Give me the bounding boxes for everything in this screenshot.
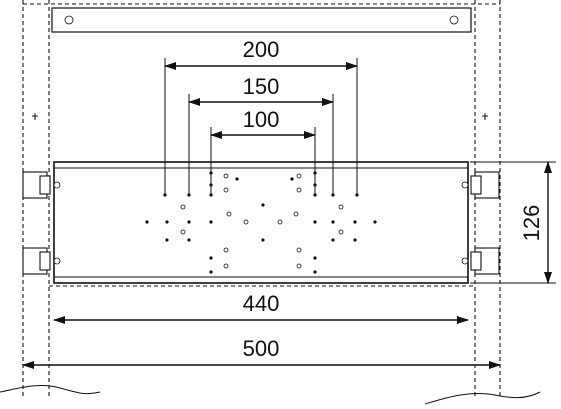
mounting-hole-open bbox=[223, 187, 229, 193]
dimension-100: 100 bbox=[210, 107, 316, 139]
mounting-hole bbox=[261, 203, 265, 207]
top-rail-hole-right bbox=[449, 15, 459, 25]
mounting-hole-open bbox=[296, 263, 302, 269]
top-rail-hole-left bbox=[64, 15, 74, 25]
mounting-hole-open bbox=[226, 211, 232, 217]
mounting-hole bbox=[313, 270, 317, 274]
mounting-hole bbox=[331, 238, 335, 242]
mounting-hole-open bbox=[223, 247, 229, 253]
mounting-hole bbox=[331, 220, 335, 224]
dimension-150: 150 bbox=[188, 74, 334, 106]
mounting-hole-open bbox=[277, 219, 283, 225]
mounting-hole bbox=[145, 220, 149, 224]
mounting-hole bbox=[353, 220, 357, 224]
mounting-hole bbox=[313, 256, 317, 260]
right-brackets bbox=[461, 171, 500, 275]
mounting-hole-open bbox=[296, 247, 302, 253]
mounting-hole bbox=[373, 220, 377, 224]
mounting-hole bbox=[209, 220, 213, 224]
mounting-hole-open bbox=[296, 173, 302, 179]
mounting-hole bbox=[290, 177, 294, 181]
dimension-200-label: 200 bbox=[243, 37, 280, 62]
mounting-hole bbox=[209, 256, 213, 260]
top-rail bbox=[51, 7, 472, 33]
mounting-hole bbox=[165, 220, 169, 224]
mounting-hole-open bbox=[296, 187, 302, 193]
mounting-hole-open bbox=[223, 173, 229, 179]
mounting-hole-open bbox=[338, 204, 344, 210]
mounting-hole bbox=[313, 220, 317, 224]
dimension-126-label: 126 bbox=[519, 205, 544, 242]
mounting-hole bbox=[165, 238, 169, 242]
mounting-hole bbox=[261, 238, 265, 242]
mounting-hole bbox=[235, 177, 239, 181]
left-brackets bbox=[22, 171, 61, 275]
mounting-hole-open bbox=[293, 211, 299, 217]
dimension-500-label: 500 bbox=[243, 336, 280, 361]
dimension-100-label: 100 bbox=[243, 107, 280, 132]
dimension-500: 500 bbox=[22, 336, 501, 369]
hole-pattern bbox=[145, 171, 377, 274]
dimension-440-label: 440 bbox=[243, 291, 280, 316]
mounting-hole-open bbox=[180, 229, 186, 235]
mounting-hole-open bbox=[223, 263, 229, 269]
mounting-hole bbox=[209, 270, 213, 274]
mounting-hole bbox=[187, 238, 191, 242]
mounting-plate bbox=[53, 161, 469, 284]
mounting-hole-open bbox=[180, 204, 186, 210]
dimension-440: 440 bbox=[53, 291, 469, 324]
side-markers bbox=[32, 113, 488, 120]
mounting-hole bbox=[353, 238, 357, 242]
mounting-hole-open bbox=[338, 229, 344, 235]
dimension-150-label: 150 bbox=[243, 74, 280, 99]
mounting-hole-open bbox=[243, 219, 249, 225]
cabinet-frame bbox=[0, 0, 541, 405]
mounting-hole bbox=[187, 220, 191, 224]
dimension-200: 200 bbox=[164, 37, 358, 70]
dimension-126: 126 bbox=[519, 161, 552, 284]
